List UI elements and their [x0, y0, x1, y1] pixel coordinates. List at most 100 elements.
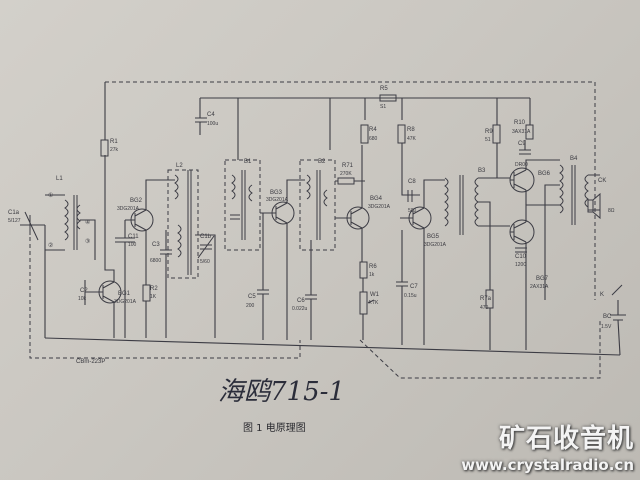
- label-c7: C7: [410, 284, 418, 290]
- label-c11-val: 100: [128, 242, 137, 248]
- resistor-r10: [525, 124, 534, 140]
- label-c1a: C1a: [8, 210, 20, 216]
- label-c1a-val: 5/127: [8, 218, 21, 224]
- label-bg5: BG5: [427, 234, 440, 240]
- label-c4-val: 100u: [207, 121, 218, 127]
- label-c6: C6: [297, 298, 305, 304]
- label-ck: CK: [598, 178, 606, 184]
- resistor-r2: [142, 284, 151, 338]
- label-l2: L2: [176, 163, 183, 169]
- label-c10: C10: [515, 254, 527, 260]
- label-r1: R1: [110, 139, 118, 145]
- if-transformer-b2: [299, 159, 336, 251]
- label-bg4-type: 3DG201A: [368, 204, 391, 210]
- oscillator-coil-l2: [167, 169, 216, 338]
- label-c3-val: 6800: [150, 258, 161, 264]
- label-c5: C5: [248, 294, 256, 300]
- label-r7a: R7a: [480, 296, 492, 302]
- battery-icon: [610, 284, 626, 356]
- resistor-r1: [100, 139, 109, 157]
- driver-transformer-b3: [444, 175, 510, 270]
- label-c11: C11: [128, 234, 139, 240]
- transistor-bg5: [400, 179, 445, 345]
- label-r6-val: 1k: [369, 272, 375, 278]
- label-r5: R5: [380, 86, 388, 92]
- label-bg7: BG7: [536, 276, 549, 282]
- transistor-bg3: [257, 179, 305, 340]
- resistor-r7a: [485, 270, 494, 350]
- label-l1: L1: [56, 176, 63, 182]
- label-c5-val: 200: [246, 303, 255, 309]
- label-r1-val: 27k: [110, 147, 119, 153]
- watermark-url: www.crystalradio.cn: [461, 456, 634, 474]
- capacitor-c7: [396, 230, 408, 345]
- label-speaker: 8Ω: [608, 208, 615, 214]
- label-cbm: CBm-223P: [76, 359, 105, 365]
- label-bg7-type: 2AX31A: [530, 284, 549, 290]
- handwritten-model: 海鸥715-1: [218, 377, 345, 407]
- transistor-bg2: [115, 179, 175, 338]
- label-b4: B4: [570, 156, 578, 162]
- label-b3: B3: [478, 168, 486, 174]
- speaker-icon: [587, 192, 601, 220]
- resistor-r6: [359, 261, 368, 279]
- label-c2: C2: [80, 288, 88, 294]
- label-c3: C3: [152, 242, 160, 248]
- label-r2-val: 1K: [150, 294, 157, 300]
- label-r8-val: 47K: [407, 136, 417, 142]
- label-r4: R4: [369, 127, 377, 133]
- label-r10: R10: [514, 120, 526, 126]
- label-bg3-type: 3DG201A: [266, 197, 289, 203]
- label-bg2: BG2: [130, 198, 143, 204]
- label-node-1: ①: [48, 192, 53, 199]
- label-bg5-type: 3DG201A: [424, 242, 447, 248]
- label-bg6: BG6: [538, 171, 551, 177]
- label-c10-val: 1200: [515, 262, 526, 268]
- label-c4: C4: [207, 112, 215, 118]
- label-node-2: ②: [48, 242, 53, 249]
- label-r8: R8: [407, 127, 415, 133]
- label-bg1-type: 3DG201A: [114, 299, 137, 305]
- capacitor-c9: [519, 140, 531, 155]
- potentiometer-w1: [359, 278, 375, 340]
- label-r6: R6: [369, 264, 377, 270]
- label-r2: R2: [150, 286, 158, 292]
- label-node-4: ④: [85, 219, 90, 226]
- transistor-bg1: [84, 155, 122, 338]
- label-r4-val: 680: [369, 136, 378, 142]
- figure-caption: 图 1 电原理图: [243, 421, 306, 434]
- label-c1b: C1b: [200, 234, 212, 240]
- capacitor-c6: [305, 240, 317, 340]
- transistor-bg6: [509, 159, 560, 205]
- resistor-r4: [360, 124, 369, 144]
- label-w1-val: 4.7K: [368, 300, 379, 306]
- label-c7-val: 0.15u: [404, 293, 417, 299]
- capacitor-c4: [195, 98, 207, 135]
- label-c2-val: 10k: [78, 296, 87, 302]
- label-r71-val: 270K: [340, 171, 352, 177]
- label-c9-val: DR00: [515, 162, 528, 168]
- label-b2: B2: [318, 159, 326, 165]
- label-r9-val: 51: [485, 137, 491, 143]
- label-r9: R9: [485, 129, 493, 135]
- resistor-r71: [335, 177, 365, 185]
- label-battery: BC: [603, 314, 612, 320]
- resistor-r5: [379, 94, 397, 102]
- label-bg4: BG4: [370, 196, 383, 202]
- output-transformer-b4: [544, 164, 600, 300]
- bottom-rail: [29, 225, 621, 379]
- label-c8: C8: [408, 179, 416, 185]
- label-c1b-val: 5/60: [200, 259, 210, 265]
- label-c9: C9: [518, 141, 526, 147]
- capacitor-c10: [515, 247, 527, 253]
- label-c8-val: 500: [408, 208, 417, 214]
- label-bg2-type: 3DG201A: [117, 206, 140, 212]
- watermark-title: 矿石收音机: [498, 424, 634, 454]
- capacitor-c8: [407, 190, 413, 202]
- resistor-r9: [492, 124, 501, 178]
- label-k: K: [600, 292, 604, 298]
- transistor-bg4: [335, 145, 370, 262]
- label-b1: B1: [244, 159, 252, 165]
